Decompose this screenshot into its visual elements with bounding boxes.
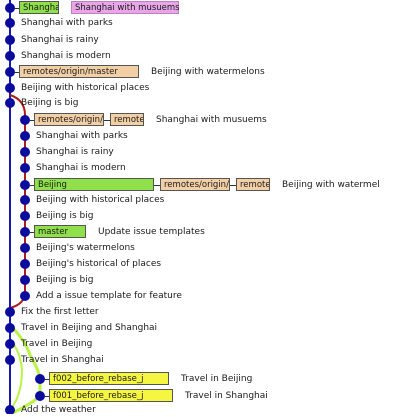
commit-node[interactable] [5, 339, 15, 349]
commit-node[interactable] [5, 98, 15, 108]
commit-message[interactable]: Travel in Shanghai [185, 391, 268, 401]
commit-message[interactable]: Beijing's watermelons [36, 243, 135, 253]
commit-message[interactable]: Shanghai with parks [36, 131, 128, 141]
commit-message[interactable]: Travel in Beijing [181, 374, 253, 384]
commit-message[interactable]: Travel in Shanghai [21, 355, 104, 365]
commit-message[interactable]: Shanghai with musuems [156, 115, 267, 125]
commit-message[interactable]: Shanghai is modern [36, 163, 126, 173]
branch-label[interactable]: Shanghai [19, 1, 59, 14]
commit-message[interactable]: Beijing is big [36, 211, 94, 221]
ref-connector [30, 120, 34, 121]
commit-node[interactable] [20, 147, 30, 157]
commit-node[interactable] [20, 163, 30, 173]
commit-node[interactable] [5, 35, 15, 45]
commit-node[interactable] [5, 355, 15, 365]
commit-node[interactable] [5, 3, 15, 13]
branch-label[interactable]: master [34, 225, 86, 238]
commit-node[interactable] [5, 67, 15, 77]
commit-node[interactable] [5, 307, 15, 317]
commit-node[interactable] [5, 18, 15, 28]
commit-message[interactable]: Add a issue template for feature [36, 291, 182, 301]
commit-node[interactable] [20, 180, 30, 190]
commit-node[interactable] [5, 323, 15, 333]
commit-node[interactable] [20, 275, 30, 285]
ref-connector [45, 379, 49, 380]
branch-label[interactable]: Beijing [34, 178, 154, 191]
branch-label[interactable]: remotes/origin/b [236, 178, 270, 191]
rebase-lane-2 [9, 339, 24, 411]
commit-node[interactable] [20, 195, 30, 205]
commit-message[interactable]: Add the weather [21, 405, 96, 415]
tag-label[interactable]: f002_before_rebase_j [49, 372, 169, 385]
commit-message[interactable]: Travel in Beijing [21, 339, 93, 349]
commit-node[interactable] [20, 115, 30, 125]
commit-node[interactable] [35, 391, 45, 401]
commit-node[interactable] [5, 83, 15, 93]
commit-message[interactable]: Shanghai with musuems [71, 1, 180, 14]
rebase-lane [8, 323, 42, 414]
commit-message[interactable]: Update issue templates [98, 227, 205, 237]
ref-connector [230, 185, 236, 186]
ref-connector [154, 185, 160, 186]
tag-label[interactable]: f001_before_rebase_j [49, 389, 173, 402]
commit-node[interactable] [35, 374, 45, 384]
commit-message[interactable]: Shanghai with parks [21, 18, 113, 28]
commit-message[interactable]: Shanghai is modern [21, 51, 111, 61]
commit-node[interactable] [20, 131, 30, 141]
commit-node[interactable] [5, 51, 15, 61]
commit-message[interactable]: Travel in Beijing and Shanghai [21, 323, 158, 333]
ref-connector [30, 185, 34, 186]
branch-label[interactable]: remotes/origin/Beijing [160, 178, 230, 191]
commit-node[interactable] [20, 227, 30, 237]
commit-message[interactable]: Fix the first letter [21, 307, 99, 317]
ref-connector [30, 232, 34, 233]
commit-message[interactable]: Beijing with watermel [282, 180, 380, 190]
commit-message[interactable]: Shanghai is rainy [36, 147, 114, 157]
commit-node[interactable] [20, 243, 30, 253]
commit-message[interactable]: Beijing with historical places [36, 195, 165, 205]
commit-node[interactable] [20, 259, 30, 269]
ref-connector [45, 396, 49, 397]
ref-connector [15, 72, 19, 73]
commit-message[interactable]: Beijing is big [36, 275, 94, 285]
ref-connector [15, 8, 19, 9]
commit-node[interactable] [20, 291, 30, 301]
commit-node[interactable] [20, 211, 30, 221]
commit-message[interactable]: Beijing is big [21, 98, 79, 108]
ref-connector [104, 120, 110, 121]
branch-label[interactable]: remotes/origin/master [19, 65, 139, 78]
commit-message[interactable]: Beijing's historical of places [36, 259, 162, 269]
branch-label[interactable]: remotes/origin/Shanghai [34, 113, 104, 126]
branch-label[interactable]: remotes/origin/S [110, 113, 144, 126]
commit-message[interactable]: Shanghai is rainy [21, 35, 99, 45]
commit-node[interactable] [5, 405, 15, 414]
commit-message[interactable]: Beijing with watermelons [151, 67, 265, 77]
commit-message[interactable]: Beijing with historical places [21, 83, 150, 93]
